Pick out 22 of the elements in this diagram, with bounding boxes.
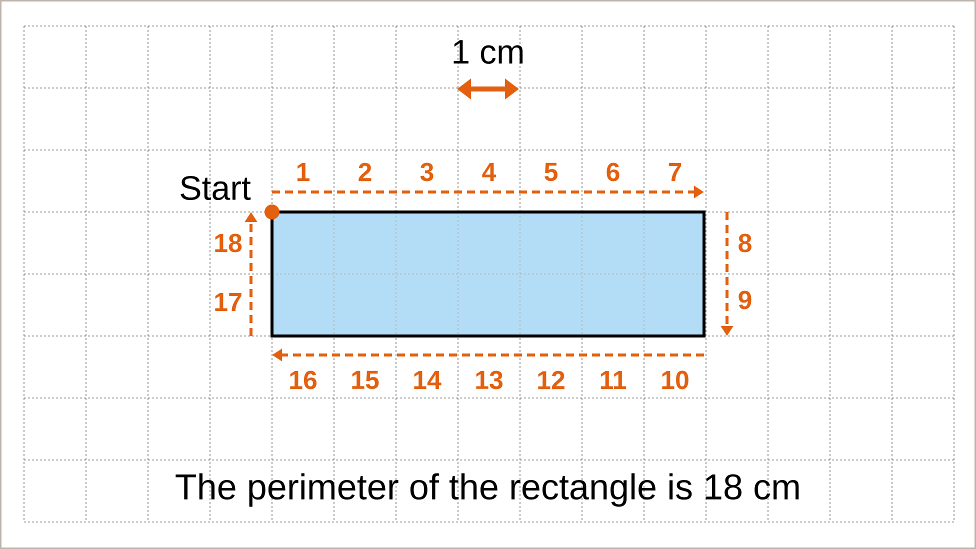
step-number: 18 [215, 234, 242, 252]
step-number: 5 [544, 162, 558, 182]
step-number: 1 [297, 163, 310, 181]
label: 1 cm [454, 40, 523, 64]
step-number: 12 [538, 370, 564, 390]
caption: The perimeter of the rectangle is 18 cm [176, 473, 799, 507]
step-number: 11 [600, 371, 626, 389]
step-number: 13 [476, 370, 503, 390]
label: Start [180, 176, 251, 200]
step-number: 14 [414, 371, 442, 389]
step-number: 8 [738, 234, 752, 252]
step-number: 16 [290, 370, 317, 390]
step-number: 7 [668, 163, 682, 181]
step-number: 4 [482, 163, 496, 181]
step-number: 10 [662, 370, 688, 390]
step-number: 3 [420, 162, 434, 182]
step-number: 15 [352, 370, 379, 390]
rectangle [270, 210, 706, 338]
step-number: 17 [215, 293, 242, 311]
step-number: 9 [738, 290, 752, 310]
step-number: 6 [606, 162, 620, 182]
step-number: 2 [358, 162, 372, 182]
